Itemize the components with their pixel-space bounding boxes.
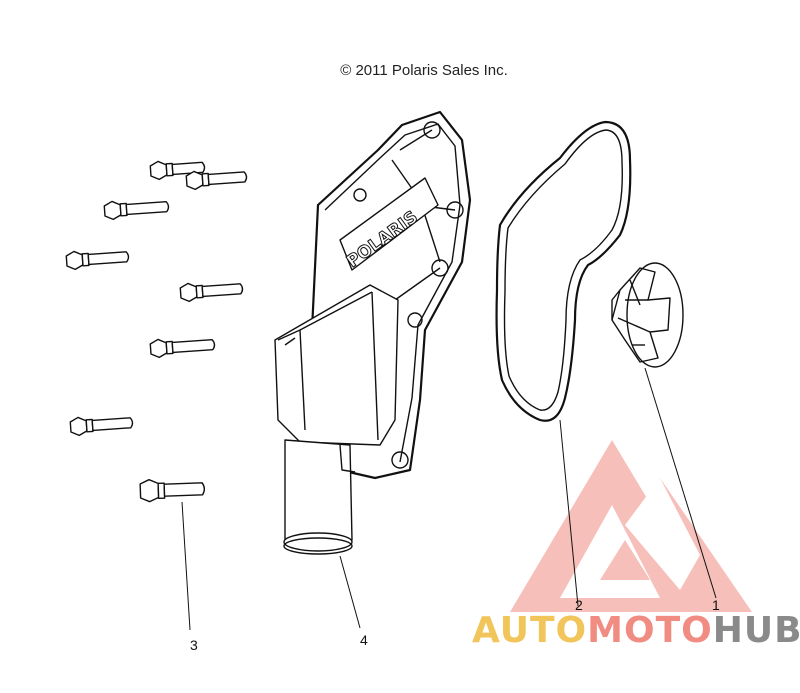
watermark-moto: MOTO [587, 610, 713, 651]
bolt-7 [69, 416, 134, 437]
bolt-3 [103, 200, 170, 221]
watermark-text: AUTOMOTOHUB [472, 610, 800, 651]
callout-4: 4 [360, 632, 368, 648]
bolt-1 [149, 160, 206, 181]
bolt-5 [179, 282, 244, 303]
callout-1: 1 [712, 597, 720, 613]
bolt-8 [139, 478, 206, 503]
watermark-hub: HUB [712, 610, 800, 651]
bolt-group [65, 160, 248, 503]
callout-2: 2 [575, 597, 583, 613]
impeller [611, 262, 684, 368]
copyright-notice: © 2011 Polaris Sales Inc. [340, 62, 508, 79]
leader-lines [181, 367, 717, 631]
gasket [495, 120, 632, 422]
bolt-4 [65, 250, 130, 271]
bolt-6 [149, 338, 216, 359]
watermark-auto: AUTO [472, 610, 588, 651]
callout-3: 3 [190, 637, 198, 653]
watermark-logo [510, 440, 752, 612]
bolt-2 [185, 170, 248, 191]
pump-housing: POLARIS [274, 110, 472, 555]
